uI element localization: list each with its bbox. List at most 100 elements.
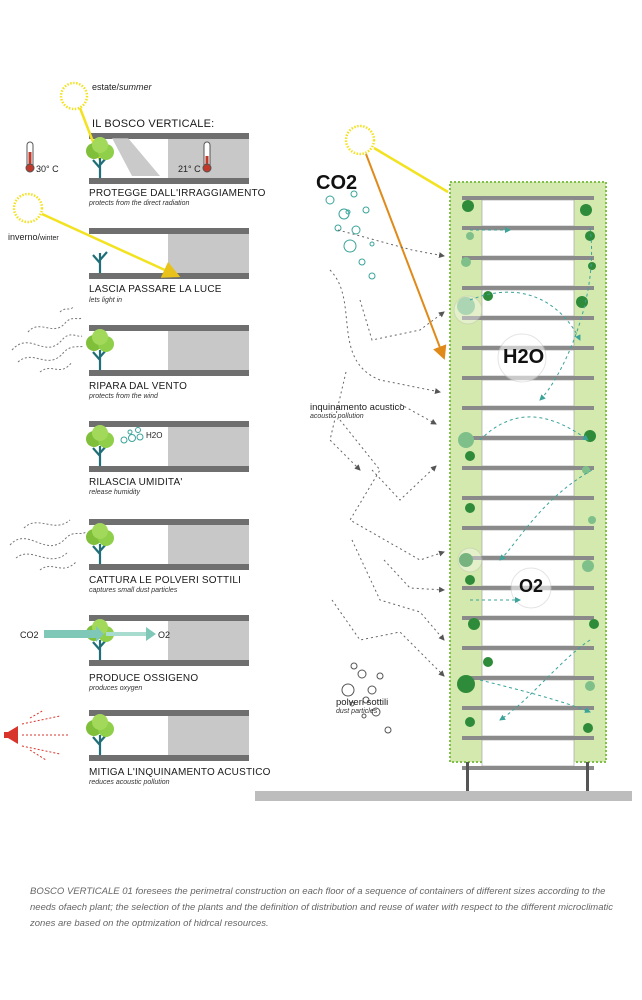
building-slab [462,316,594,320]
dust-bubble [376,672,384,680]
tree-icon [86,619,114,660]
floor-slab [89,466,249,472]
floor-slab [89,615,249,621]
floor-slab [89,755,249,761]
building-slab [462,676,594,680]
facade-tree [462,200,474,212]
panel-4 [89,421,249,472]
facade-tree [466,232,474,240]
co2-bubble [343,239,357,253]
tree-trunk [92,638,108,660]
summer-label: estate/summer [92,82,152,92]
tree-icon [86,329,114,370]
facade-tree [483,291,493,301]
page-title: IL BOSCO VERTICALE: [92,118,215,130]
panel-7 [89,710,249,761]
building-slab [462,646,594,650]
dust-bubble [350,662,358,670]
panel-2-title: LASCIA PASSARE LA LUCE [89,284,222,295]
building-slab [462,556,594,560]
pilotis-right [586,762,589,792]
panel-2-subtitle: lets light in [89,297,123,304]
building-slab [462,226,594,230]
building-slab [462,616,594,620]
panel-1 [89,133,249,184]
indoor-room [168,716,249,755]
facade-tree [583,723,593,733]
panel-co2-label: CO2 [20,630,39,640]
facade-tree [582,560,594,572]
facade-tree [468,618,480,630]
light-bubble [453,295,483,325]
sun-summer-icon [59,81,89,111]
co2-label: CO2 [316,172,358,194]
floor-slab [89,370,249,376]
thermometer-outside-icon [25,141,35,173]
building-slab [462,196,594,200]
dust-bubble [361,713,367,719]
tree-icon [86,425,114,466]
wind-lines [11,305,85,373]
dust-sublabel: dust particles [336,708,378,715]
building-unit [481,619,575,647]
megaphone-icon [4,709,70,761]
tree-foliage [92,523,108,539]
tree-foliage [92,329,108,345]
building-unit [481,229,575,257]
tree-trunk [92,251,108,273]
building-slab [462,436,594,440]
sun-ray-building-1 [373,146,449,194]
indoor-room [168,427,249,466]
building-unit [481,499,575,527]
floor-slab [89,133,249,139]
facade-tree [457,675,475,693]
tree-trunk [92,348,108,370]
building-slab [462,406,594,410]
dust-bubble [341,683,355,697]
facade-tree [584,430,596,442]
panel-7-subtitle: reduces acoustic pollution [89,779,170,786]
panel-5-title: CATTURA LE POLVERI SOTTILI [89,575,242,586]
winter-label: inverno/winter [8,232,59,242]
floor-slab [89,519,249,525]
facade-tree [589,619,599,629]
facade-tree [465,575,475,585]
facade-tree [576,296,588,308]
panel-4-title: RILASCIA UMIDITA' [89,477,183,488]
co2-bubble [350,190,358,198]
building-unit [481,739,575,767]
indoor-room [168,621,249,660]
pilotis-left [466,762,469,792]
tree-trunk [92,444,108,466]
facade-tree [585,231,595,241]
indoor-room [168,331,249,370]
panel-6-title: PRODUCE OSSIGENO [89,673,199,684]
panel-1-title: PROTEGGE DALL'IRRAGGIAMENTO [89,188,266,199]
dust-lines [9,519,87,571]
o2-bubble [510,567,552,609]
light-bubble [457,547,483,573]
facade-tree [457,297,475,315]
thermometer-inside-icon [202,141,212,173]
dust-bubble [367,685,377,695]
co2-bubble [362,206,370,214]
co2-bubble [369,241,375,247]
building-unit [481,649,575,677]
building-unit [481,259,575,287]
dust-bubble [384,726,392,734]
tree-foliage [92,714,108,730]
building-slab [462,736,594,740]
panel-6 [89,615,249,666]
facade-tree [465,451,475,461]
tree-icon [86,714,114,755]
tree-icon [92,251,108,273]
co2-bubble [358,258,366,266]
building-slab [462,496,594,500]
co2-bubble [368,272,376,280]
panel-5-subtitle: captures small dust particles [89,587,178,594]
dust-bubble [371,707,381,717]
floor-slab [89,564,249,570]
noise-arrows [329,229,445,677]
panel-3 [89,325,249,376]
